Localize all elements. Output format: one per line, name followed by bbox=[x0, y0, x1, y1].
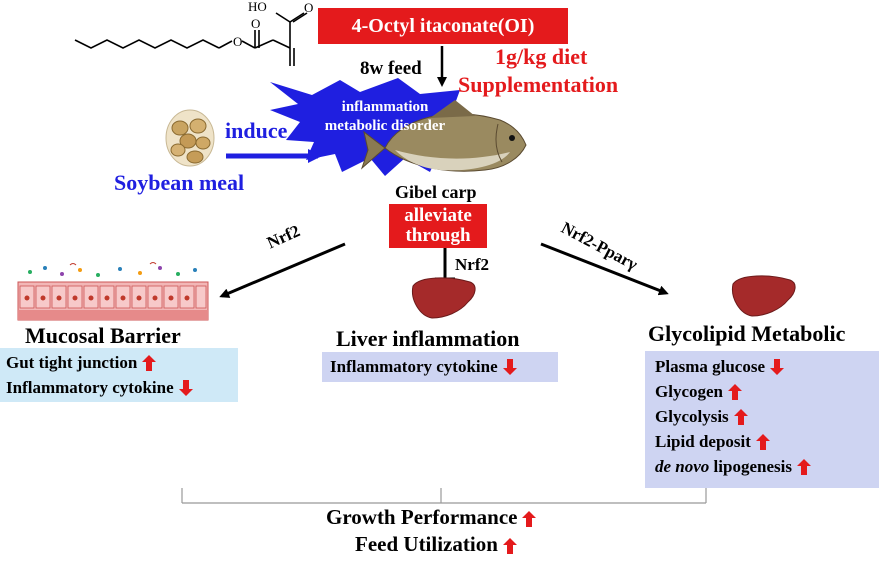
list-item: Plasma glucose bbox=[655, 354, 869, 379]
up-arrow-icon bbox=[502, 536, 518, 554]
feed-duration-label: 8w feed bbox=[360, 58, 422, 79]
list-item: Inflammatory cytokine bbox=[6, 375, 232, 400]
list-item-label: Glycolysis bbox=[655, 407, 729, 426]
list-item: de novo lipogenesis bbox=[655, 454, 869, 479]
oxygen-label: O bbox=[251, 16, 260, 31]
list-item: Lipid deposit bbox=[655, 429, 869, 454]
mucosal-barrier-title: Mucosal Barrier bbox=[25, 323, 181, 348]
glycolipid-metabolic-title: Glycolipid Metabolic bbox=[648, 321, 846, 346]
liver-inflammation-title: Liver inflammation bbox=[336, 326, 520, 351]
induce-label: induce bbox=[225, 118, 288, 143]
list-item-label: Glycogen bbox=[655, 382, 723, 401]
down-arrow-icon bbox=[178, 379, 194, 397]
supplementation-label: Supplementation bbox=[458, 72, 619, 97]
through-label: through bbox=[405, 225, 471, 246]
arrow-to-glycolipid bbox=[540, 242, 669, 296]
list-item-label: Plasma glucose bbox=[655, 357, 766, 376]
list-item-label: Gut tight junction bbox=[6, 353, 138, 372]
liver-panel: Inflammatory cytokine bbox=[322, 352, 558, 382]
oi-chemical-structure bbox=[74, 12, 308, 66]
soybean-meal-label: Soybean meal bbox=[114, 170, 245, 195]
up-arrow-icon bbox=[521, 509, 537, 527]
oxygen-label: O bbox=[304, 0, 313, 15]
oxygen-label: O bbox=[233, 34, 242, 49]
gibel-carp-label: Gibel carp bbox=[395, 182, 477, 202]
italic-term: de novo bbox=[655, 457, 710, 476]
burst-label: inflammation metabolic disorder bbox=[310, 98, 460, 136]
burst-line-metabolic: metabolic disorder bbox=[324, 118, 446, 134]
outcome-label: Feed Utilization bbox=[355, 532, 498, 556]
burst-line-inflammation: inflammation bbox=[341, 99, 429, 115]
alleviate-box: alleviate through bbox=[389, 204, 487, 248]
pathway-label-center: Nrf2 bbox=[455, 255, 489, 274]
hydroxyl-label: HO bbox=[248, 0, 267, 14]
intestinal-mucosa-icon bbox=[17, 262, 209, 321]
list-item: Inflammatory cytokine bbox=[330, 354, 550, 379]
compound-name: 4-Octyl itaconate(OI) bbox=[351, 14, 535, 37]
up-arrow-icon bbox=[733, 408, 749, 426]
compound-box: 4-Octyl itaconate(OI) bbox=[318, 8, 568, 44]
up-arrow-icon bbox=[755, 433, 771, 451]
up-arrow-icon bbox=[727, 383, 743, 401]
list-item: Glycogen bbox=[655, 379, 869, 404]
outcome-label: Growth Performance bbox=[326, 505, 518, 529]
up-arrow-icon bbox=[141, 354, 157, 372]
list-item-label: lipogenesis bbox=[709, 457, 792, 476]
dose-label: 1g/kg diet bbox=[495, 44, 588, 69]
down-arrow-icon bbox=[502, 358, 518, 376]
down-arrow-icon bbox=[769, 358, 785, 376]
liver-icon bbox=[411, 277, 476, 319]
list-item: Glycolysis bbox=[655, 404, 869, 429]
gibel-carp-icon bbox=[360, 100, 527, 172]
up-arrow-icon bbox=[796, 458, 812, 476]
list-item-label: Inflammatory cytokine bbox=[330, 357, 498, 376]
outcome-bracket bbox=[181, 488, 707, 504]
arrow-to-mucosal bbox=[219, 242, 346, 298]
outcome-feed: Feed Utilization bbox=[355, 532, 518, 557]
liver-icon bbox=[731, 275, 796, 317]
list-item: Gut tight junction bbox=[6, 350, 232, 375]
alleviate-label: alleviate bbox=[404, 205, 472, 226]
soybean-icon bbox=[165, 109, 215, 167]
list-item-label: Inflammatory cytokine bbox=[6, 378, 174, 397]
list-item-label: Lipid deposit bbox=[655, 432, 751, 451]
outcome-growth: Growth Performance bbox=[326, 505, 537, 530]
